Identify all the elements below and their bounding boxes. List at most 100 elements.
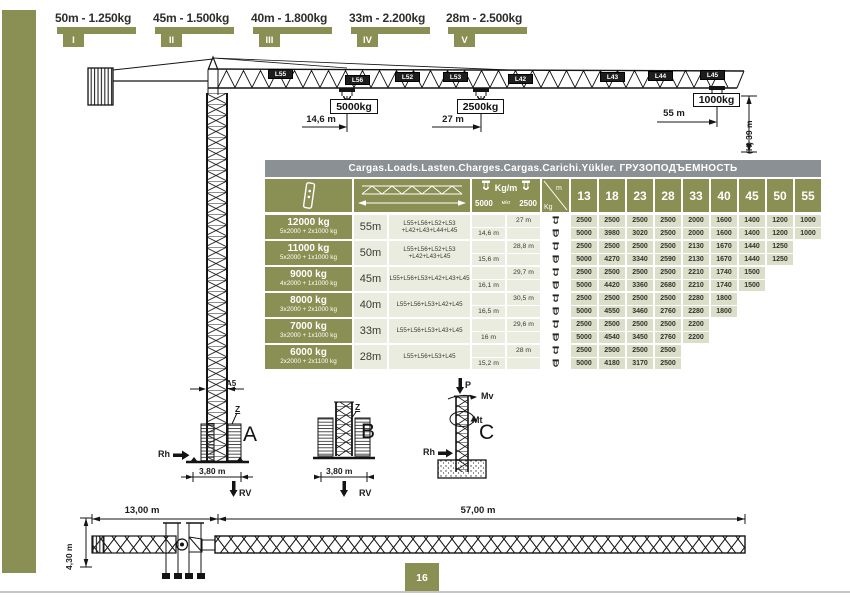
radius-cell-empty xyxy=(472,293,505,305)
legend-item-numeral: IV xyxy=(357,34,378,47)
jib-length-cell: 33m xyxy=(354,319,387,343)
legend-item-III: 40m - 1.800kgIII xyxy=(251,11,347,51)
radius-cell-empty xyxy=(472,215,505,227)
rh-label-c: Rh xyxy=(423,447,435,457)
radius-cell-empty xyxy=(472,241,505,253)
load-cell: 1600 xyxy=(711,228,737,240)
load-cell: 2500 xyxy=(627,215,653,227)
load-cell: 2500 xyxy=(571,215,597,227)
hook-icon xyxy=(480,179,492,197)
tower-icon xyxy=(294,181,324,211)
legend-item-II: 45m - 1.500kgII xyxy=(153,11,249,51)
ballast-cell: 11000 kg5x2000 + 1x1000 kg xyxy=(265,241,352,265)
z-label-b: Z xyxy=(355,402,360,412)
legend-item-label: 28m - 2.500kg xyxy=(446,11,522,25)
legend-item-numeral: III xyxy=(259,34,280,47)
radius-5000-cell: 16 m xyxy=(472,332,505,344)
load-cell: 2210 xyxy=(683,267,709,279)
radius-header-23: 23 xyxy=(627,179,653,212)
load-cell: 2500 xyxy=(599,345,625,357)
load-cell: 1200 xyxy=(767,228,793,240)
load-cell: 1440 xyxy=(739,241,765,253)
radius-2500-cell: 28,8 m xyxy=(507,241,540,253)
hook-2fall-icon xyxy=(542,267,569,279)
width-label-b: 3,80 m xyxy=(326,466,352,476)
load-cell: 2500 xyxy=(571,267,597,279)
legend-item-I: 50m - 1.250kgI xyxy=(55,11,151,51)
load-cell: 2500 xyxy=(599,215,625,227)
transport-jib-length: 57,00 m xyxy=(448,505,508,516)
load-box-2500: 2500kg xyxy=(457,99,504,114)
load-cell: 1000 xyxy=(795,228,821,240)
jib-length-cell: 50m xyxy=(354,241,387,265)
load-cell: 5000 xyxy=(571,254,597,266)
radius-header-13: 13 xyxy=(571,179,597,212)
load-cell: 1440 xyxy=(739,254,765,266)
load-cell: 2500 xyxy=(627,293,653,305)
load-cell: 2500 xyxy=(655,293,681,305)
radius-header-55: 55 xyxy=(795,179,821,212)
jib-length-cell: 28m xyxy=(354,345,387,369)
table-title-bar: Cargas.Loads.Lasten.Charges.Cargas.Caric… xyxy=(265,160,821,177)
capacity-header: Kg/m 5000 м/кг 2500 xyxy=(472,179,540,212)
load-cell: 3170 xyxy=(627,358,653,370)
hook-4fall-icon xyxy=(542,306,569,318)
ballast-weight: 8000 kg xyxy=(265,295,352,306)
load-table: Cargas.Loads.Lasten.Charges.Cargas.Caric… xyxy=(265,160,823,372)
load-cell: 1500 xyxy=(739,267,765,279)
load-cell: 2500 xyxy=(655,267,681,279)
load-cell: 2130 xyxy=(683,254,709,266)
jib-config-cell: L55+L56+L52+L53 +L42+L43+L45 xyxy=(389,241,470,265)
load-cell: 2500 xyxy=(627,241,653,253)
load-cell: 1250 xyxy=(767,254,793,266)
radius-2500-cell: 28 m xyxy=(507,345,540,357)
load-cell: 4550 xyxy=(599,306,625,318)
page-bottom-rule xyxy=(0,591,850,593)
radius-header-45: 45 xyxy=(739,179,765,212)
load-cell: 2280 xyxy=(683,293,709,305)
jib-section-label-L42: L42 xyxy=(508,74,533,84)
radius-5000-cell: 14,6 m xyxy=(472,228,505,240)
hook-icon xyxy=(520,179,532,197)
transport-front-length: 13,00 m xyxy=(112,505,172,516)
load-cell: 2200 xyxy=(683,332,709,344)
load-cell: 1200 xyxy=(767,215,793,227)
load-box-1000: 1000kg xyxy=(693,93,740,107)
ballast-detail: 5x2000 + 1x1000 kg xyxy=(265,254,352,261)
crane-elevation-drawing xyxy=(80,55,780,155)
z-label-a: Z xyxy=(235,404,240,414)
jib-section-label-L56: L56 xyxy=(345,75,370,85)
radius-label-55: 55 m xyxy=(653,108,695,119)
radius-header-50: 50 xyxy=(767,179,793,212)
rv-label-a: RV xyxy=(239,488,251,498)
jib-config-cell: L55+L56+L53+L45 xyxy=(389,345,470,369)
jib-length-cell: 40m xyxy=(354,293,387,317)
table-row-group: 12000 kg5x2000 + 2x1000 kg55mL55+L56+L52… xyxy=(265,215,821,239)
jib-section-label-L53: L53 xyxy=(443,72,468,82)
load-cell: 2500 xyxy=(627,345,653,357)
jib-length-header xyxy=(354,179,470,212)
radius-5000-cell: 15,6 m xyxy=(472,254,505,266)
transport-height: 4,30 m xyxy=(64,520,74,570)
ballast-cell: 9000 kg4x2000 + 1x1000 kg xyxy=(265,267,352,291)
ballast-weight: 9000 kg xyxy=(265,269,352,280)
capacity-header-bottom: 5000 м/кг 2500 xyxy=(472,197,540,209)
load-cell: 2760 xyxy=(655,306,681,318)
radius-cell-empty xyxy=(472,319,505,331)
load-cell: 5000 xyxy=(571,332,597,344)
jib-config-cell: L55+L56+L53+L43+L45 xyxy=(389,319,470,343)
load-cell: 2500 xyxy=(571,293,597,305)
load-cell: 2680 xyxy=(655,280,681,292)
legend-item-IV: 33m - 2.200kgIV xyxy=(349,11,445,51)
load-cell: 1740 xyxy=(711,280,737,292)
load-cell: 2000 xyxy=(683,215,709,227)
load-cell: 1250 xyxy=(767,241,793,253)
legend-item-label: 50m - 1.250kg xyxy=(55,11,131,25)
load-cell: 5000 xyxy=(571,306,597,318)
legend-item-numeral: II xyxy=(161,34,182,47)
ballast-weight: 12000 kg xyxy=(265,217,352,228)
load-cell: 3020 xyxy=(627,228,653,240)
load-cell: 4420 xyxy=(599,280,625,292)
load-cell: 2500 xyxy=(599,293,625,305)
load-cell: 3360 xyxy=(627,280,653,292)
